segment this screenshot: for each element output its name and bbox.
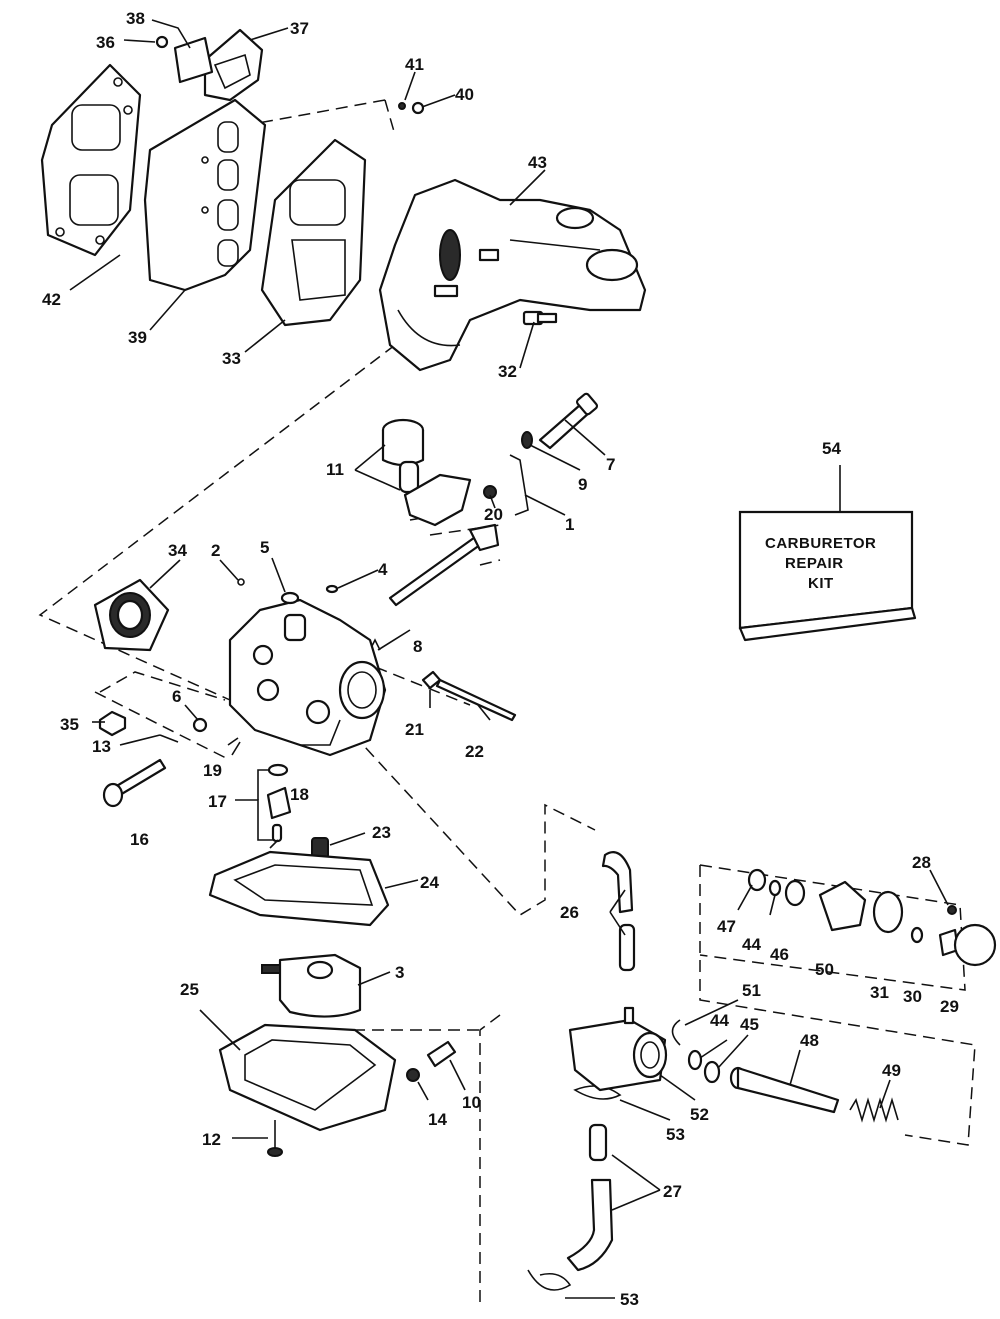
callout-41: 41 xyxy=(405,55,424,74)
callout-13: 13 xyxy=(92,737,111,756)
leader-lines xyxy=(69,19,949,1299)
callout-11: 11 xyxy=(326,460,344,479)
primer-housing-52 xyxy=(568,1006,668,1092)
callout-33: 33 xyxy=(222,349,241,368)
plunger-48 xyxy=(729,1066,840,1114)
callout-5: 5 xyxy=(260,538,269,557)
callout-8: 8 xyxy=(413,637,422,656)
callout-53-mid: 53 xyxy=(666,1125,685,1144)
gasket-37 xyxy=(203,28,264,102)
callout-44-mid: 44 xyxy=(710,1011,729,1030)
primer-parts-top xyxy=(747,868,997,967)
gasket-42 xyxy=(40,63,142,257)
spring-49 xyxy=(849,1097,899,1123)
callout-12: 12 xyxy=(202,1130,221,1149)
callout-53-bottom: 53 xyxy=(620,1290,639,1309)
screw-7 xyxy=(538,392,599,450)
callout-34: 34 xyxy=(168,541,187,560)
callout-37: 37 xyxy=(290,19,309,38)
screw-36 xyxy=(155,35,169,49)
callout-18: 18 xyxy=(290,785,309,804)
screw-32 xyxy=(522,310,558,326)
callout-50: 50 xyxy=(815,960,834,979)
callout-27: 27 xyxy=(663,1182,682,1201)
callout-6: 6 xyxy=(172,687,181,706)
callout-21: 21 xyxy=(405,720,424,739)
gasket-34 xyxy=(93,578,170,652)
nut-40 xyxy=(411,101,425,115)
washer-41 xyxy=(398,102,406,110)
screw-20 xyxy=(483,485,497,499)
callout-39: 39 xyxy=(128,328,147,347)
callout-28: 28 xyxy=(912,853,931,872)
gasket-33 xyxy=(260,138,367,327)
callout-26: 26 xyxy=(560,903,579,922)
throttle-lever-11 xyxy=(381,418,472,527)
plate-38 xyxy=(173,36,214,84)
adapter-plate-39 xyxy=(143,98,267,292)
callout-2: 2 xyxy=(211,541,220,560)
callout-29: 29 xyxy=(940,997,959,1016)
callout-17: 17 xyxy=(208,792,227,811)
callout-24: 24 xyxy=(420,873,439,892)
callout-14: 14 xyxy=(428,1110,447,1129)
carburetor-body xyxy=(228,598,387,757)
callout-47: 47 xyxy=(717,917,736,936)
callout-30: 30 xyxy=(903,987,922,1006)
gasket-24 xyxy=(208,850,390,927)
callout-42: 42 xyxy=(42,290,61,309)
callout-35: 35 xyxy=(60,715,79,734)
throttle-shaft xyxy=(388,523,500,607)
callout-19: 19 xyxy=(203,761,222,780)
callout-48: 48 xyxy=(800,1031,819,1050)
plug-10 xyxy=(426,1040,457,1068)
small-parts-carb xyxy=(98,578,517,859)
callout-36: 36 xyxy=(96,33,115,52)
callout-22: 22 xyxy=(465,742,484,761)
kit-label-line-1: CARBURETOR xyxy=(765,535,876,552)
callout-20: 20 xyxy=(484,505,503,524)
o-rings-44-45-51 xyxy=(671,1019,721,1084)
callout-40: 40 xyxy=(455,85,474,104)
callout-32: 32 xyxy=(498,362,517,381)
callout-46: 46 xyxy=(770,945,789,964)
callout-9: 9 xyxy=(578,475,587,494)
link-1 xyxy=(509,454,529,516)
washer-14 xyxy=(406,1068,420,1082)
callout-52: 52 xyxy=(690,1105,709,1124)
callout-23: 23 xyxy=(372,823,391,842)
kit-label-line-2: REPAIR xyxy=(785,555,844,572)
float-bowl-25 xyxy=(218,1023,397,1132)
float-3 xyxy=(261,953,362,1018)
callout-numbers: 38 36 37 41 40 43 42 39 33 32 54 7 11 9 … xyxy=(42,9,959,1309)
clamp-53 xyxy=(527,1085,622,1291)
callout-54: 54 xyxy=(822,439,841,458)
callout-38: 38 xyxy=(126,9,145,28)
callout-49: 49 xyxy=(882,1061,901,1080)
callout-7: 7 xyxy=(606,455,615,474)
repair-kit-54: CARBURETOR REPAIR KIT xyxy=(738,510,917,642)
callout-10: 10 xyxy=(462,1093,481,1112)
callout-3: 3 xyxy=(395,963,404,982)
callout-31: 31 xyxy=(870,983,889,1002)
callout-25: 25 xyxy=(180,980,199,999)
callout-44-top: 44 xyxy=(742,935,761,954)
kit-label-line-3: KIT xyxy=(808,575,834,592)
hose-26 xyxy=(601,851,636,972)
callout-1: 1 xyxy=(565,515,574,534)
callout-43: 43 xyxy=(528,153,547,172)
intake-manifold-43 xyxy=(378,178,647,372)
callout-51: 51 xyxy=(742,981,761,1000)
washer-9 xyxy=(521,431,533,449)
callout-16: 16 xyxy=(130,830,149,849)
callout-45: 45 xyxy=(740,1015,759,1034)
hose-27 xyxy=(566,1123,614,1272)
callout-4: 4 xyxy=(378,560,388,579)
screw-12 xyxy=(267,1120,283,1157)
